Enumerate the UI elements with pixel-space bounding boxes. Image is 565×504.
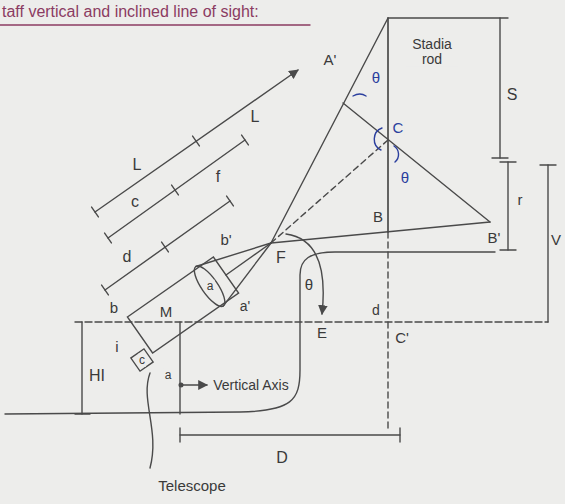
central-sight-line bbox=[271, 140, 388, 243]
dimension-tick bbox=[399, 428, 400, 442]
telescope-axis bbox=[226, 243, 271, 275]
diagram-label: a' bbox=[239, 299, 251, 314]
ground-line bbox=[5, 252, 495, 414]
objective-lens bbox=[189, 262, 230, 310]
normal-staff-line bbox=[343, 103, 490, 222]
dimension-tick bbox=[492, 157, 508, 158]
stadia-rod bbox=[387, 18, 389, 232]
title-underline bbox=[0, 24, 310, 25]
diagram-label: HI bbox=[88, 368, 106, 385]
angle-arc bbox=[374, 128, 382, 150]
diagram-label: V bbox=[550, 232, 562, 248]
cf-dimension bbox=[108, 140, 245, 238]
dimension-tick bbox=[500, 161, 516, 162]
diagram-label: L bbox=[250, 109, 261, 126]
hi-dimension bbox=[81, 322, 82, 414]
diagram-label: F bbox=[275, 250, 287, 267]
diagram-label: C bbox=[392, 120, 405, 136]
diagram-label: r bbox=[517, 192, 524, 208]
diagram-label: a bbox=[206, 280, 215, 293]
diagram-label: θ bbox=[400, 170, 410, 186]
rod-top-line bbox=[388, 17, 508, 18]
d-dimension bbox=[180, 434, 400, 435]
diagram-label: d bbox=[122, 249, 133, 266]
l-dimension bbox=[95, 70, 298, 212]
upper-sight-line bbox=[271, 18, 388, 243]
diagram-label: f bbox=[215, 169, 221, 186]
leader-arrow bbox=[182, 384, 207, 385]
diagram-label: a bbox=[164, 369, 173, 382]
diagram-label: θ bbox=[371, 70, 381, 86]
diagram-label: C' bbox=[394, 330, 410, 346]
diagram-label: B' bbox=[487, 230, 502, 246]
diagram-label: L bbox=[132, 157, 143, 174]
drawing bbox=[0, 18, 556, 468]
dimension-tick bbox=[172, 185, 179, 195]
dimension-tick bbox=[540, 164, 556, 165]
dimension-tick bbox=[179, 428, 180, 442]
eyepiece-square bbox=[131, 349, 153, 371]
diagram-label: d bbox=[371, 303, 381, 318]
vertical-axis bbox=[179, 322, 180, 414]
v-dimension bbox=[547, 165, 548, 322]
dimension-tick bbox=[242, 135, 249, 145]
diagram-label: Vertical Axis bbox=[212, 378, 289, 393]
dimension-tick bbox=[75, 413, 90, 414]
angle-arc bbox=[353, 94, 366, 96]
diagram-label: θ bbox=[304, 277, 314, 293]
dimension-tick bbox=[227, 196, 234, 206]
s-dimension bbox=[499, 18, 500, 158]
diagram-label: Stadia rod bbox=[406, 37, 458, 66]
light-ray bbox=[196, 243, 271, 267]
diagram-label: b' bbox=[219, 232, 232, 248]
r-dimension bbox=[507, 162, 508, 250]
angle-arrow bbox=[286, 234, 323, 314]
diagram-label: c bbox=[130, 194, 140, 211]
diagram-title: taff vertical and inclined line of sight… bbox=[2, 3, 259, 21]
diagram-label: b bbox=[109, 300, 119, 316]
horizontal-line bbox=[75, 321, 548, 322]
dimension-tick bbox=[102, 285, 109, 295]
diagram-label: D bbox=[275, 450, 289, 467]
diagram-label: Telescope bbox=[157, 478, 227, 494]
telescope-body bbox=[127, 257, 238, 353]
diagram-label: E bbox=[316, 325, 328, 341]
rod-plumb-line bbox=[387, 232, 388, 430]
light-ray bbox=[223, 243, 271, 306]
diagram-label: A' bbox=[323, 52, 338, 68]
diagram-label: B bbox=[372, 209, 384, 225]
diagram-label: S bbox=[506, 87, 519, 104]
angle-arc bbox=[394, 146, 399, 162]
leader-dot bbox=[179, 383, 183, 387]
diagram-label: i bbox=[114, 339, 119, 355]
diagram-label: c bbox=[138, 354, 146, 367]
d-dimension-inclined bbox=[105, 201, 230, 290]
dimension-tick bbox=[162, 242, 169, 252]
dimension-tick bbox=[92, 207, 99, 217]
diagram-label: M bbox=[159, 304, 174, 320]
dimension-tick bbox=[500, 249, 516, 250]
dimension-tick bbox=[105, 233, 112, 243]
leader-line bbox=[147, 373, 153, 468]
dimension-tick bbox=[193, 136, 200, 146]
